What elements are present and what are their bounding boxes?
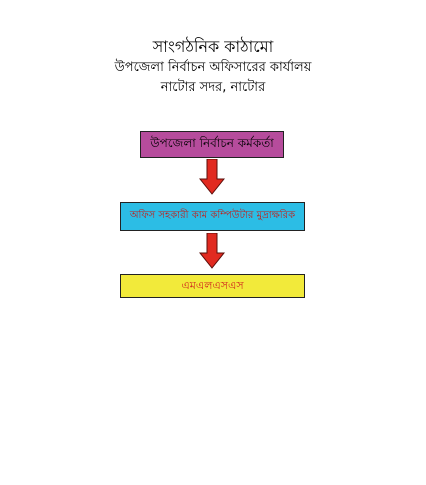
node-label: অফিস সহকারী কাম কম্পিউটার মুদ্রাক্ষরিক xyxy=(129,210,296,221)
node-label: উপজেলা নির্বাচন কর্মকর্তা xyxy=(150,135,274,150)
node-label: এমএলএসএস xyxy=(181,278,244,292)
node-office-assistant: অফিস সহকারী কাম কম্পিউটার মুদ্রাক্ষরিক xyxy=(120,202,305,231)
down-arrow-icon xyxy=(199,159,225,195)
node-upazila-election-officer: উপজেলা নির্বাচন কর্মকর্তা xyxy=(140,131,284,158)
office-location: নাটোর সদর, নাটোর xyxy=(160,80,266,95)
down-arrow-icon xyxy=(199,233,225,269)
office-name: উপজেলা নির্বাচন অফিসারের কার্যালয় xyxy=(114,60,312,75)
chart-title: সাংগঠনিক কাঠামো xyxy=(152,37,274,56)
node-mlss: এমএলএসএস xyxy=(120,274,305,298)
